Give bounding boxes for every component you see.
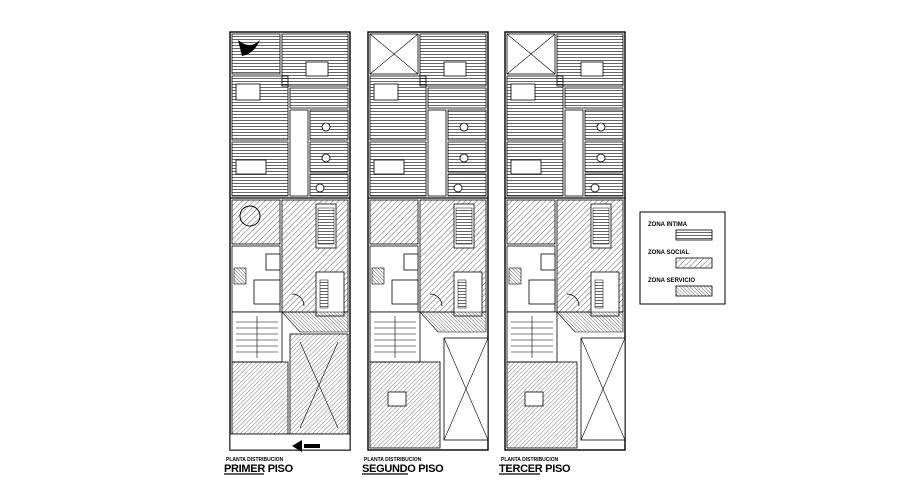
legend-swatch-intima: [675, 229, 713, 241]
plan-2-subtitle: PLANTA DISTRIBUCION: [364, 457, 422, 463]
legend-label-servicio: ZONA SERVICIO: [648, 278, 695, 284]
plan-tercer-piso: [504, 31, 626, 451]
plan-3-title: TERCER PISO: [499, 463, 571, 475]
plan-primer-piso: [229, 31, 351, 452]
legend-swatch-servicio: [675, 285, 713, 297]
legend-swatch-social: [675, 257, 713, 269]
plan-1-title: PRIMER PISO: [224, 463, 294, 475]
plan-segundo-piso: [367, 31, 489, 451]
legend-label-social: ZONA SOCIAL: [648, 250, 689, 256]
plan-2-title: SEGUNDO PISO: [362, 463, 444, 475]
plan-3-subtitle: PLANTA DISTRIBUCION: [501, 457, 559, 463]
zone-legend: ZONA INTIMA ZONA SOCIAL ZONA SERVICIO: [639, 211, 726, 305]
legend-label-intima: ZONA INTIMA: [648, 222, 688, 228]
plan-1-subtitle: PLANTA DISTRIBUCION: [226, 457, 284, 463]
